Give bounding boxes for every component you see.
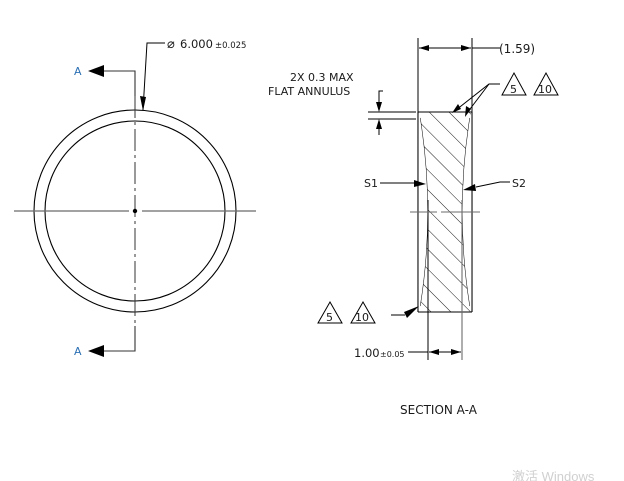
- lens-outline: [417, 111, 473, 313]
- surface-finish-top-triangle-2: 10: [533, 71, 559, 96]
- diameter-symbol: ⌀: [167, 37, 175, 52]
- surface-finish-top-arrow-2: [465, 106, 471, 117]
- front-view: ⌀ 6.000 ±0.025 A A: [14, 37, 256, 358]
- surface-finish-bottom-triangle-2: 10: [350, 300, 376, 324]
- surface-finish-top-arrow-1: [452, 104, 461, 113]
- surface-finish-bottom-triangle-1: 5: [317, 300, 343, 324]
- windows-activation-watermark: 激活 Windows: [512, 469, 595, 481]
- surface-s2-arrow: [463, 184, 476, 191]
- section-view: (1.59) 2X 0.3 MAX FLAT ANNULUS S1 S2: [268, 38, 559, 417]
- surface-s2-leader: [475, 181, 510, 188]
- diameter-leader: [142, 42, 165, 111]
- thickness-ref-label: (1.59): [499, 42, 535, 56]
- center-thickness-tolerance: ±0.05: [380, 350, 405, 359]
- svg-text:10: 10: [355, 311, 369, 324]
- section-arrow-bottom: [88, 345, 104, 357]
- center-thickness-value: 1.00: [354, 346, 380, 360]
- surface-s1-label: S1: [364, 177, 378, 190]
- flat-annulus-arrow-top: [376, 102, 382, 112]
- diameter-value: 6.000: [180, 37, 213, 51]
- surface-finish-top-leader-2: [466, 83, 490, 114]
- diameter-leader-arrow: [140, 96, 146, 111]
- surface-s1-arrow: [414, 180, 426, 187]
- section-cut-line-bottom: [104, 326, 136, 352]
- center-point: [132, 208, 138, 214]
- svg-text:10: 10: [538, 83, 552, 96]
- surface-finish-top-triangle-1: 5: [501, 71, 527, 96]
- flat-annulus-arrow-bottom: [376, 119, 382, 129]
- svg-text:5: 5: [326, 311, 333, 324]
- flat-annulus-line1: 2X 0.3 MAX: [290, 71, 354, 84]
- surface-finish-top-leader: [455, 83, 500, 111]
- diameter-tolerance: ±0.025: [215, 41, 246, 51]
- flat-annulus-leader: [378, 90, 383, 104]
- section-label-bottom: A: [74, 345, 82, 358]
- section-label-top: A: [74, 65, 82, 78]
- surface-s2-label: S2: [512, 177, 526, 190]
- svg-text:5: 5: [510, 83, 517, 96]
- section-title: SECTION A-A: [400, 403, 478, 417]
- flat-annulus-line2: FLAT ANNULUS: [268, 85, 350, 98]
- section-arrow-top: [88, 65, 104, 77]
- surface-finish-bottom-arrow: [404, 306, 419, 318]
- section-cut-line-top: [104, 70, 136, 96]
